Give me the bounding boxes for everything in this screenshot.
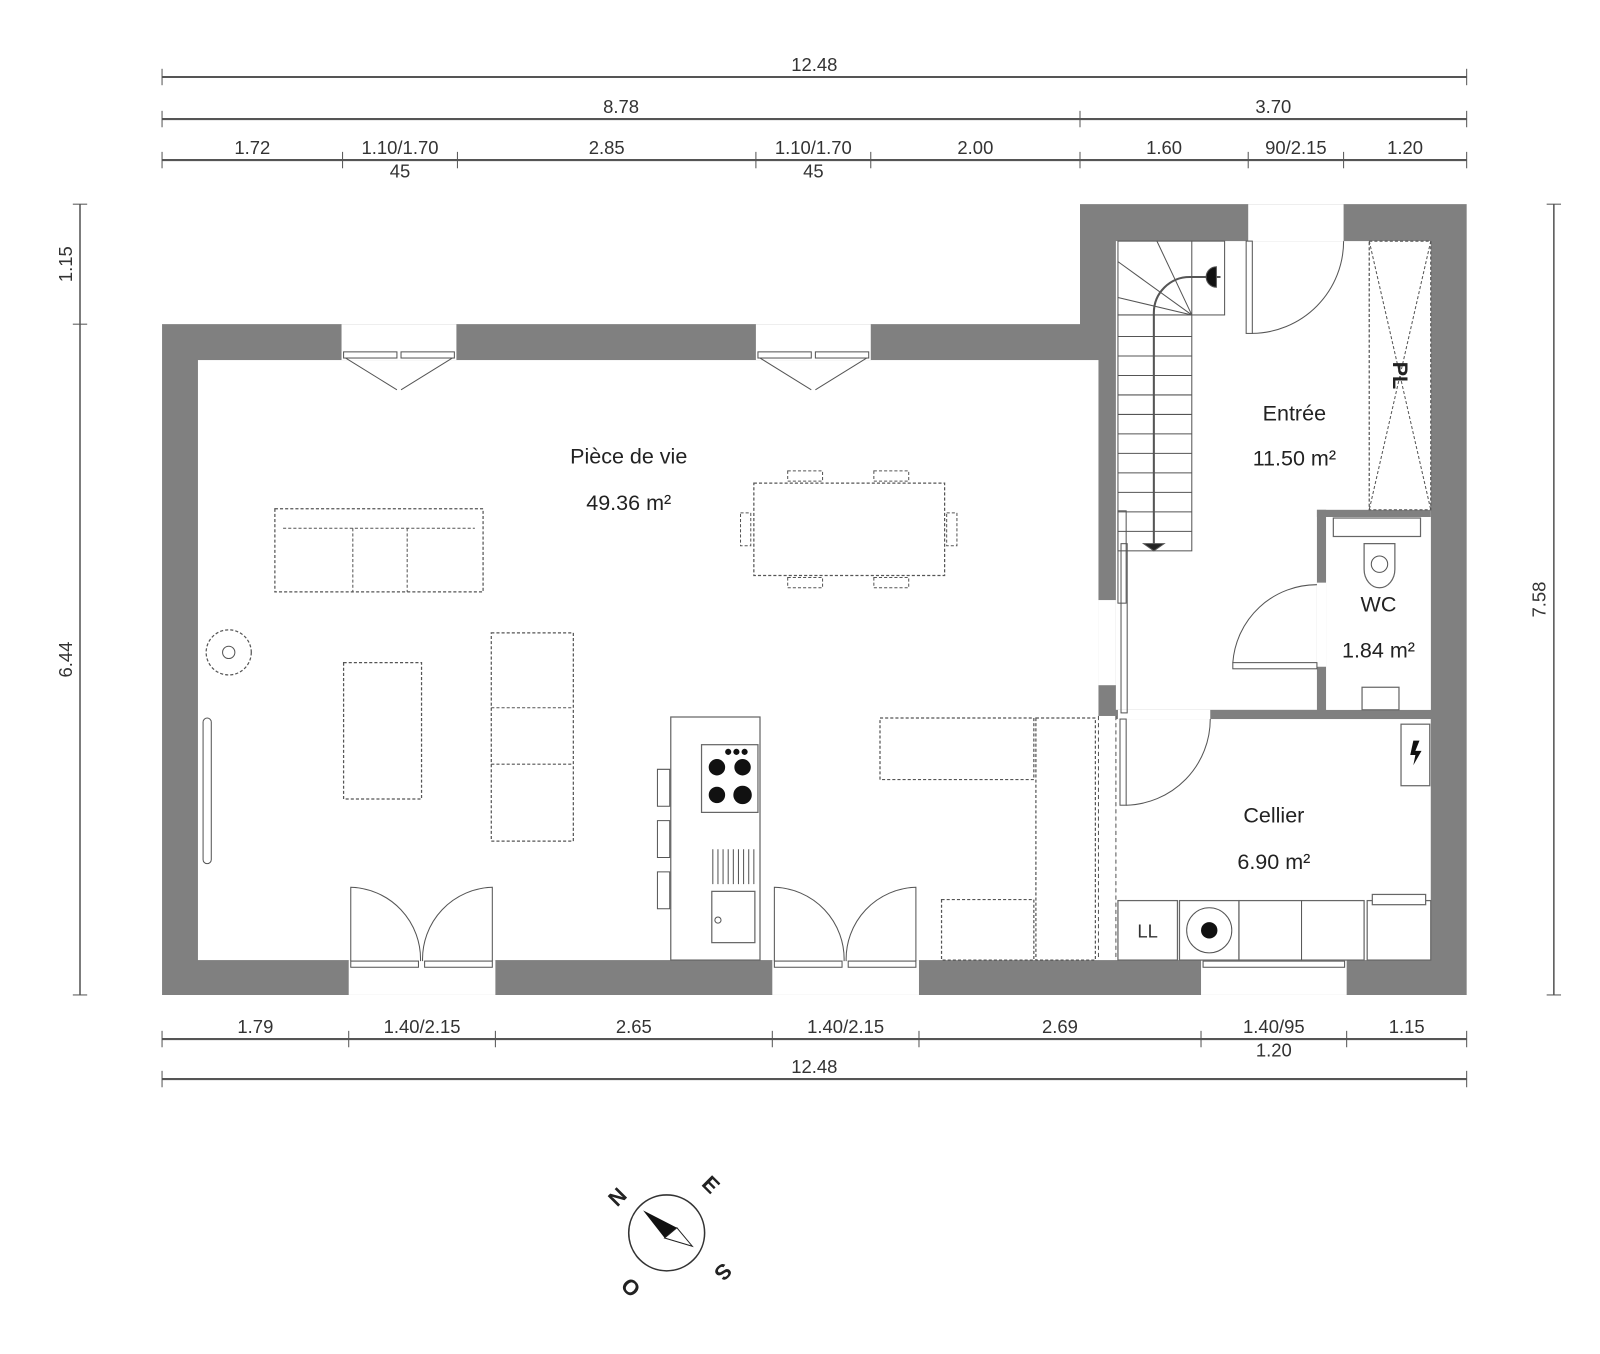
dimension-label: 1.40/2.15 [384,1016,461,1037]
dimension-label: 1.15 [55,246,76,282]
room-name-living: Pièce de vie [570,445,687,469]
svg-text:N: N [604,1183,632,1211]
window-2 [755,324,871,361]
dimension-label: 3.70 [1255,96,1291,117]
closet: PL [1368,240,1432,511]
compass-needle-north [643,1210,677,1239]
cellar-fixtures: LL [1117,723,1432,961]
dimension-label: 2.65 [616,1016,652,1037]
patio-door-1 [348,960,496,995]
wc-top-wall [1316,509,1431,517]
sink-icon [1361,686,1400,711]
dimension-label: 6.44 [55,642,76,678]
window-1 [341,324,457,361]
dimension-label: 1.79 [237,1016,273,1037]
room-name-wc: WC [1361,592,1397,616]
toilet-icon [1363,543,1396,589]
room-area-entrance: 11.50 m² [1253,447,1336,471]
living-room-floor [197,360,1099,961]
dimension-label: 1.40/95 [1243,1016,1305,1037]
dimension-label: 2.69 [1042,1016,1078,1037]
staircase[interactable] [1117,240,1226,552]
room-area-wc: 1.84 m² [1342,639,1415,663]
openings [202,240,1346,968]
room-name-entrance: Entrée [1263,402,1326,426]
svg-text:O: O [617,1273,646,1302]
svg-text:E: E [697,1171,724,1198]
patio-door-2 [772,960,919,995]
dimension-label: 1.40/2.15 [807,1016,884,1037]
kitchen-counter [879,717,1035,781]
kitchen-wall-opening [1098,715,1116,961]
dimension-label: 12.48 [791,1056,837,1077]
lamp-icon [205,629,252,676]
dimension-sublabel: 45 [803,161,824,182]
dimension-label: 8.78 [603,96,639,117]
compass-needle-south [663,1227,694,1248]
living-furniture [205,470,1096,961]
cellar-door-gap [1117,709,1211,720]
dimension-label: 1.60 [1146,137,1182,158]
dimension-label: 2.85 [589,137,625,158]
kitchen-low-unit [940,898,1035,961]
inner-wall-door-gap [1098,600,1116,686]
dimension-label: 1.20 [1387,137,1423,158]
cellar-window [1201,960,1347,995]
front-door-opening [1248,204,1344,242]
dimension-label: 2.00 [957,137,993,158]
room-area-living: 49.36 m² [586,491,671,515]
wc-door-gap [1316,582,1327,667]
dimension-sublabel: 1.20 [1256,1039,1292,1060]
dining-table [753,482,946,577]
wc-fixtures [1332,517,1422,711]
laundry-label: LL [1137,921,1158,942]
walls [162,204,1467,995]
dimension-label: 7.58 [1529,582,1550,618]
dimension-lines: 12.48 8.78 3.70 1.72 1.10/1.70 45 2.85 1.10/1.7… [55,54,1562,1088]
cooktop-icon [700,744,759,813]
coffee-table [342,662,423,800]
dimension-label: 1.72 [234,137,270,158]
room-name-cellar: Cellier [1243,804,1304,828]
dimension-label: 1.15 [1389,1016,1425,1037]
compass: N E S O [604,1171,737,1301]
dimension-label: 1.10/1.70 [775,137,852,158]
room-area-cellar: 6.90 m² [1237,850,1310,874]
dimension-label: 12.48 [791,54,837,75]
laundry-sink [1117,899,1179,961]
dimension-sublabel: 45 [390,161,411,182]
room-labels: Pièce de vie 49.36 m² Entrée 11.50 m² WC… [570,402,1415,874]
sofa-2 [490,632,574,842]
dimension-label: 90/2.15 [1265,137,1327,158]
closet-label: PL [1388,362,1412,390]
water-heater [1366,899,1432,961]
sofa-3-seat [274,508,484,593]
dimension-label: 1.10/1.70 [362,137,439,158]
svg-text:S: S [709,1258,736,1285]
kitchen-column [1035,717,1096,961]
lightning-icon [1410,740,1422,766]
